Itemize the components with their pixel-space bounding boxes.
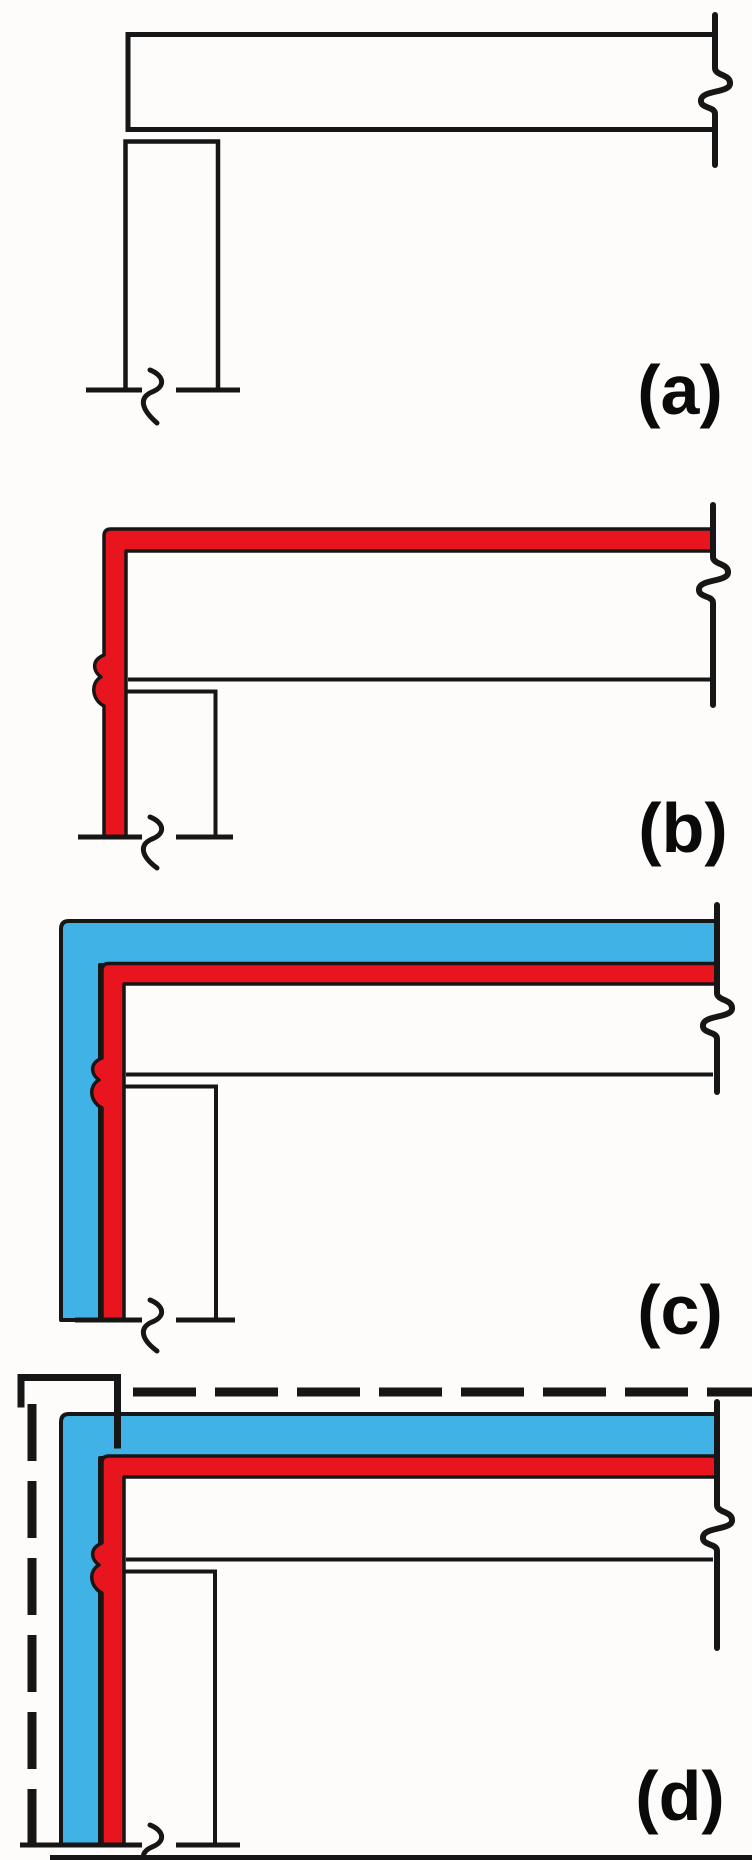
slab-cut-break-icon (696, 502, 731, 708)
wall-outline (123, 139, 221, 392)
slab-cut-break-icon (700, 902, 735, 1095)
slab-cut-break-icon (700, 1399, 735, 1651)
ground-break-icon (140, 1297, 164, 1354)
panel-label: (b) (638, 789, 727, 867)
slab-outline (125, 32, 717, 132)
ground-break-icon (140, 814, 164, 871)
membrane-layer (92, 527, 715, 839)
wall-outline (124, 1084, 218, 1320)
panel-b: (b) (78, 502, 731, 871)
panel-label: (d) (635, 1757, 724, 1835)
panel-label: (a) (637, 351, 723, 429)
wall-outline (126, 689, 218, 837)
wall-outline (124, 1569, 217, 1845)
ground-break-icon (140, 367, 164, 426)
membrane-layer (90, 961, 719, 1322)
panel-a: (a) (86, 12, 733, 429)
slab-cut-break-icon (698, 12, 733, 168)
panel-label: (c) (637, 1271, 723, 1349)
ground-break-icon (140, 1822, 164, 1860)
insulation-layer (59, 919, 719, 1322)
coping-cap-line (17, 1374, 121, 1449)
panel-d: (d) (17, 1374, 752, 1860)
panel-c: (c) (59, 902, 735, 1354)
membrane-layer (90, 1454, 719, 1847)
